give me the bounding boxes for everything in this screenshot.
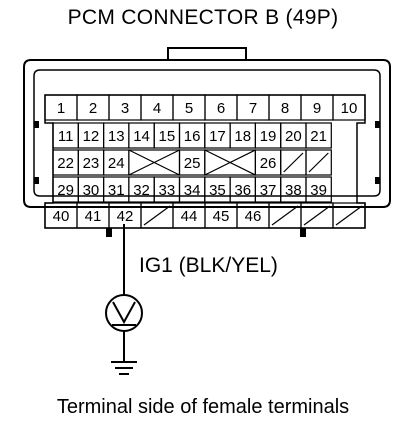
terminal-35: 35 (209, 182, 226, 199)
terminal-cell (305, 176, 332, 203)
key-notch-left (106, 228, 112, 237)
terminal-8: 8 (281, 100, 289, 117)
diagram-caption: Terminal side of female terminals (56, 396, 350, 418)
terminal-17: 17 (209, 128, 226, 145)
terminal-13: 13 (108, 128, 125, 145)
ground-icon (111, 331, 137, 375)
terminal-2: 2 (89, 100, 97, 117)
terminal-41: 41 (85, 208, 102, 225)
terminal-38: 38 (285, 182, 302, 199)
unused-cavity-slash (335, 205, 363, 226)
connector-housing-outer (23, 59, 391, 208)
diagram-title: PCM CONNECTOR B (49P) (67, 6, 339, 29)
terminal-46: 46 (245, 208, 262, 225)
terminal-42: 42 (117, 208, 134, 225)
unused-cavity-slash (308, 152, 329, 173)
terminal-7: 7 (249, 100, 257, 117)
connector-housing-inner (33, 69, 381, 197)
terminal-6: 6 (217, 100, 225, 117)
terminal-45: 45 (213, 208, 230, 225)
blocked-cavity-cross (204, 149, 256, 176)
terminal-39: 39 (310, 182, 327, 199)
terminal-10: 10 (341, 100, 358, 117)
terminal-4: 4 (153, 100, 161, 117)
unused-cavity-slash (143, 205, 171, 226)
terminal-19: 19 (260, 128, 277, 145)
unused-cavity-slash (283, 152, 304, 173)
terminal-9: 9 (313, 100, 321, 117)
voltmeter-icon (105, 294, 143, 332)
terminal-cell (332, 94, 366, 121)
terminal-33: 33 (159, 182, 176, 199)
terminal-37: 37 (260, 182, 277, 199)
unused-cavity-slash (303, 205, 331, 226)
terminal-36: 36 (234, 182, 251, 199)
terminal-31: 31 (108, 182, 125, 199)
terminal-29: 29 (57, 182, 74, 199)
lock-tab (167, 47, 247, 60)
terminal-15: 15 (159, 128, 176, 145)
right-latch-lower (375, 177, 380, 184)
left-latch-lower (34, 177, 39, 184)
terminal-3: 3 (121, 100, 129, 117)
terminal-40: 40 (53, 208, 70, 225)
terminal-5: 5 (185, 100, 193, 117)
left-latch-upper (34, 121, 39, 128)
terminal-18: 18 (234, 128, 251, 145)
terminal-20: 20 (285, 128, 302, 145)
terminal-24: 24 (108, 155, 125, 172)
terminal-16: 16 (184, 128, 201, 145)
right-latch-upper (375, 121, 380, 128)
blocked-cavity-cross (128, 149, 180, 176)
terminal-12: 12 (83, 128, 100, 145)
terminal-44: 44 (181, 208, 198, 225)
terminal-30: 30 (83, 182, 100, 199)
terminal-cell (305, 122, 332, 149)
terminal-32: 32 (133, 182, 150, 199)
terminal-cell (305, 149, 332, 176)
terminal-21: 21 (310, 128, 327, 145)
unused-cavity-slash (271, 205, 299, 226)
terminal-25: 25 (184, 155, 201, 172)
terminal-23: 23 (83, 155, 100, 172)
terminal-cell (332, 202, 366, 229)
terminal-26: 26 (260, 155, 277, 172)
terminal-34: 34 (184, 182, 201, 199)
key-notch-right (300, 228, 306, 237)
wire-label-ig1: IG1 (BLK/YEL) (139, 254, 278, 277)
terminal-22: 22 (57, 155, 74, 172)
terminal-14: 14 (133, 128, 150, 145)
terminal-1: 1 (57, 100, 65, 117)
terminal-11: 11 (58, 128, 74, 145)
